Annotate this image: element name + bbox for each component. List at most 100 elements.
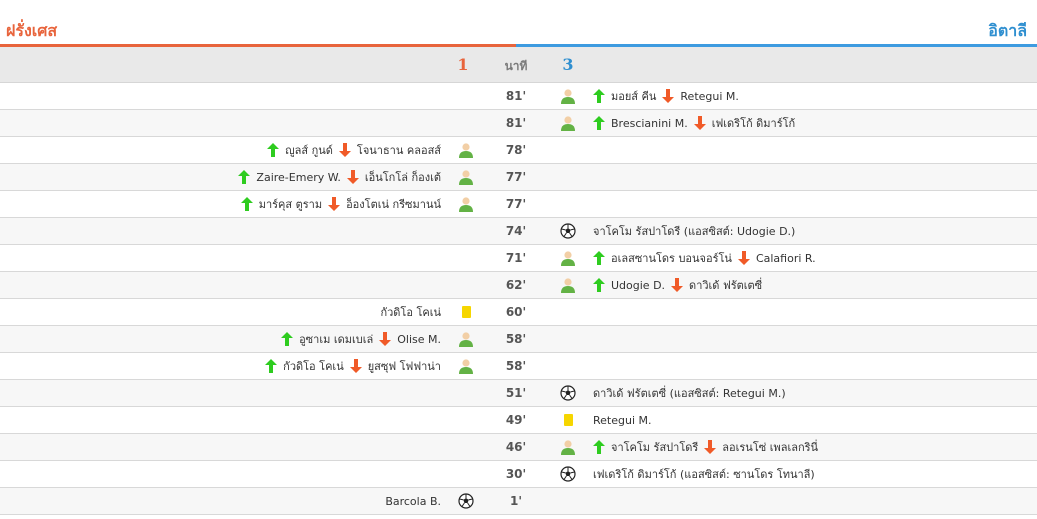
event-row: 51' ดาวิเด้ ฟรัตเตซี่ (แอสซิสต์: Retegui …: [0, 380, 1037, 407]
arrow-down-icon: [737, 251, 750, 265]
event-icon: [559, 277, 577, 293]
home-event: มาร์คุส ตูราม อ็องโตเน่ กรีซมานน์: [240, 191, 475, 217]
away-event: จาโคโม รัสปาโดรี (แอสซิสต์: Udogie D.): [559, 218, 795, 244]
event-minute: 78': [505, 143, 527, 157]
event-icon: [559, 115, 577, 131]
event-icon: [457, 358, 475, 374]
arrow-down-icon: [671, 278, 684, 292]
home-event: กัวดิโอ โคเน่: [380, 299, 475, 325]
event-icon: [559, 250, 577, 266]
away-team-name[interactable]: อิตาลี: [988, 21, 1027, 40]
arrow-up-icon: [281, 332, 294, 346]
away-event: ดาวิเด้ ฟรัตเตซี่ (แอสซิสต์: Retegui M.): [559, 380, 786, 406]
player-in-name[interactable]: Zaire-Emery W.: [256, 170, 341, 184]
event-minute: 81': [505, 116, 527, 130]
event-icon: [559, 88, 577, 104]
event-text[interactable]: เฟเดริโก้ ดิมาร์โก้ (แอสซิสต์: ซานโดร โท…: [593, 468, 815, 481]
minute-column-header: นาที: [504, 59, 528, 73]
event-row: 77' Zaire-Emery W. เอ็นโกโล่ ก็องเต้: [0, 164, 1037, 191]
soccer-ball-icon: [560, 385, 576, 401]
player-in-name[interactable]: Udogie D.: [611, 278, 666, 292]
away-team-underline: [516, 44, 1037, 47]
event-row: 71' อเลสซานโดร บอนจอร์โน่ Calafiori R.: [0, 245, 1037, 272]
player-out-name[interactable]: Retegui M.: [680, 89, 739, 103]
player-in-name[interactable]: Brescianini M.: [611, 116, 688, 130]
player-out-name[interactable]: เฟเดริโก้ ดิมาร์โก้: [711, 117, 796, 130]
event-text[interactable]: Retegui M.: [593, 413, 652, 427]
away-event: Retegui M.: [559, 407, 652, 433]
yellow-card-icon: [461, 306, 471, 318]
event-row: 58'กัวดิโอ โคเน่ยูสซุฟ โฟฟาน่า: [0, 353, 1037, 380]
player-out-name[interactable]: Olise M.: [397, 332, 441, 346]
player-in-name[interactable]: จาโคโม รัสปาโดรี: [611, 441, 699, 454]
event-minute: 49': [505, 413, 527, 427]
player-out-name[interactable]: ลอเรนโซ่ เพลเลกรินี่: [722, 441, 819, 454]
event-icon: [457, 331, 475, 347]
event-row: 81' มอยส์ คีน Retegui M.: [0, 83, 1037, 110]
event-row: 1'Barcola B.: [0, 488, 1037, 515]
event-text[interactable]: จาโคโม รัสปาโดรี (แอสซิสต์: Udogie D.): [593, 225, 796, 238]
event-icon: [559, 439, 577, 455]
player-sub-icon: [561, 116, 575, 131]
home-team-name[interactable]: ฝรั่งเศส: [6, 21, 58, 40]
arrow-up-icon: [267, 143, 280, 157]
event-minute: 60': [505, 305, 527, 319]
away-event: อเลสซานโดร บอนจอร์โน่ Calafiori R.: [559, 245, 816, 271]
player-sub-icon: [459, 170, 473, 185]
event-row: 62' Udogie D. ดาวิเด้ ฟรัตเตซี่: [0, 272, 1037, 299]
event-minute: 74': [505, 224, 527, 238]
player-out-name[interactable]: โจนาธาน คลอสส์: [356, 144, 441, 157]
player-out-name[interactable]: Calafiori R.: [755, 251, 816, 265]
arrow-up-icon: [593, 440, 605, 454]
event-minute: 81': [505, 89, 527, 103]
arrow-down-icon: [704, 440, 717, 454]
event-minute: 77': [505, 170, 527, 184]
player-out-name[interactable]: อ็องโตเน่ กรีซมานน์: [346, 198, 441, 211]
event-text[interactable]: Barcola B.: [385, 494, 441, 508]
player-in-name[interactable]: ญูลส์ กูนด์: [285, 144, 333, 157]
player-out-name[interactable]: เอ็นโกโล่ ก็องเต้: [364, 171, 441, 184]
event-minute: 58': [505, 332, 527, 346]
event-minute: 77': [505, 197, 527, 211]
arrow-up-icon: [240, 197, 253, 211]
event-row: 74' จาโคโม รัสปาโดรี (แอสซิสต์: Udogie D.…: [0, 218, 1037, 245]
event-row: 77' มาร์คุส ตูราม อ็องโตเน่ กรีซมานน์: [0, 191, 1037, 218]
player-out-name[interactable]: ยูสซุฟ โฟฟาน่า: [367, 360, 441, 373]
arrow-up-icon: [593, 116, 605, 130]
soccer-ball-icon: [458, 493, 474, 509]
player-out-name[interactable]: ดาวิเด้ ฟรัตเตซี่: [689, 279, 763, 292]
event-row: 46'จาโคโม รัสปาโดรีลอเรนโซ่ เพลเลกรินี่: [0, 434, 1037, 461]
event-timeline: 81' มอยส์ คีน Retegui M. 81' Brescianini M. เ…: [0, 83, 1037, 515]
home-event: ญูลส์ กูนด์ โจนาธาน คลอสส์: [267, 137, 475, 163]
player-in-name[interactable]: อเลสซานโดร บอนจอร์โน่: [611, 252, 732, 265]
home-event: Barcola B.: [385, 488, 475, 514]
event-minute: 62': [505, 278, 527, 292]
event-text[interactable]: กัวดิโอ โคเน่: [380, 306, 441, 319]
event-icon: [559, 223, 577, 239]
player-sub-icon: [459, 143, 473, 158]
arrow-down-icon: [338, 143, 351, 157]
event-icon: [559, 385, 577, 401]
player-sub-icon: [459, 359, 473, 374]
player-in-name[interactable]: มาร์คุส ตูราม: [258, 198, 323, 211]
event-text[interactable]: ดาวิเด้ ฟรัตเตซี่ (แอสซิสต์: Retegui M.): [593, 387, 786, 400]
player-in-name[interactable]: กัวดิโอ โคเน่: [283, 360, 344, 373]
home-event: Zaire-Emery W. เอ็นโกโล่ ก็องเต้: [238, 164, 475, 190]
arrow-down-icon: [662, 89, 675, 103]
player-in-name[interactable]: อูซาเม เดมเบเล่: [299, 333, 374, 346]
player-in-name[interactable]: มอยส์ คีน: [611, 90, 657, 103]
arrow-up-icon: [238, 170, 251, 184]
event-icon: [457, 169, 475, 185]
event-minute: 71': [505, 251, 527, 265]
home-score: 1: [457, 55, 469, 74]
player-sub-icon: [459, 332, 473, 347]
event-icon: [559, 412, 577, 428]
event-icon: [457, 493, 475, 509]
soccer-ball-icon: [560, 223, 576, 239]
event-icon: [457, 196, 475, 212]
yellow-card-icon: [563, 414, 573, 426]
player-sub-icon: [561, 251, 575, 266]
player-sub-icon: [459, 197, 473, 212]
arrow-down-icon: [346, 170, 359, 184]
event-minute: 51': [505, 386, 527, 400]
